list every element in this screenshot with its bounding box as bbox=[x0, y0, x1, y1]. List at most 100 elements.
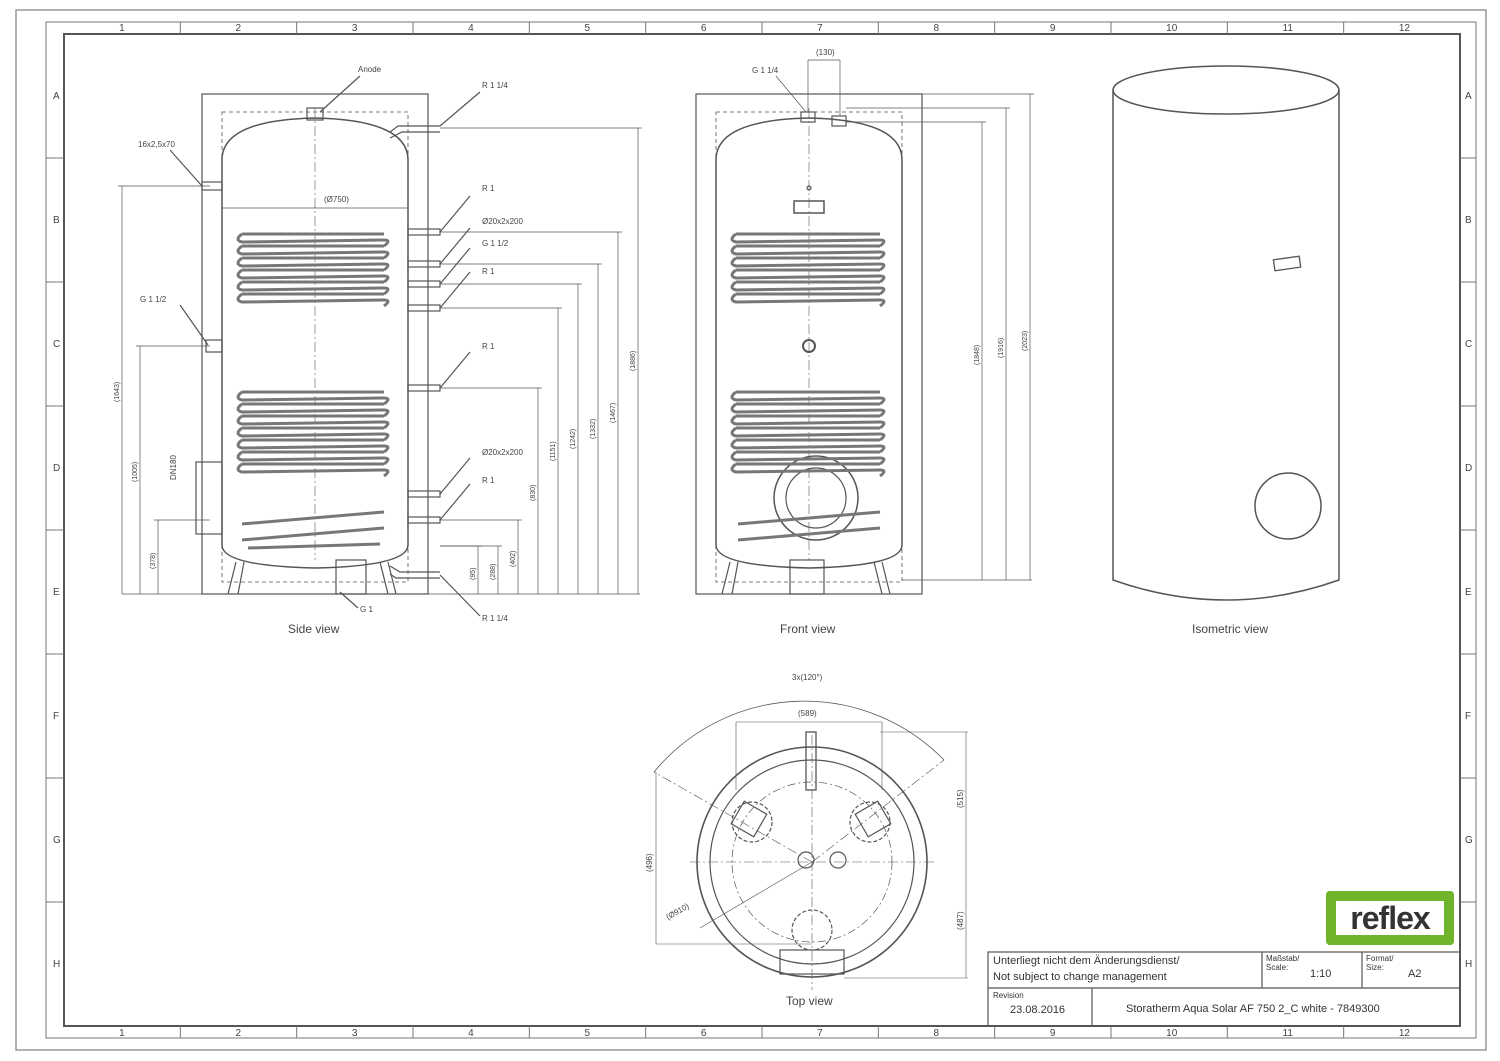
tb-format-label-de: Format/ bbox=[1366, 954, 1394, 963]
side-tank-shell bbox=[221, 117, 409, 569]
zone-label-top: 2 bbox=[236, 23, 242, 34]
tb-revision-date: 23.08.2016 bbox=[1010, 1004, 1066, 1016]
upper-coil-turn bbox=[236, 280, 390, 296]
upper-coil-turn bbox=[236, 292, 390, 308]
tb-format-value: A2 bbox=[1408, 968, 1422, 980]
leader-line bbox=[439, 271, 471, 309]
dimension-label: (95) bbox=[470, 568, 477, 580]
zone-label-top: 8 bbox=[934, 23, 940, 34]
dimension-label: (1332) bbox=[590, 419, 597, 439]
connection-stub bbox=[407, 228, 441, 236]
zone-label-top: 3 bbox=[352, 23, 358, 34]
label-d2: (496) bbox=[645, 853, 654, 872]
iso-flange bbox=[1254, 472, 1322, 540]
leader-line bbox=[439, 351, 471, 389]
leader-line bbox=[439, 247, 471, 285]
zone-label-top: 4 bbox=[468, 23, 474, 34]
top-view-title: Top view bbox=[786, 994, 833, 1008]
outer-frame bbox=[15, 9, 1487, 1051]
front-leg-right bbox=[873, 561, 891, 595]
r114-bottom-leader bbox=[439, 574, 481, 617]
top-bottom-fitting bbox=[779, 949, 845, 975]
label-r1-c: R 1 bbox=[482, 342, 495, 351]
tb-scale-value: 1:10 bbox=[1310, 968, 1332, 980]
front-top-fitting-b bbox=[831, 115, 847, 127]
tb-product: Storatherm Aqua Solar AF 750 2_C white -… bbox=[1126, 1003, 1380, 1015]
side-dimension-lines: (1643)(1005)(378)(95)(288)(402)(830)(115… bbox=[114, 127, 642, 595]
anode-leader bbox=[319, 75, 361, 113]
tb-revision-label: Revision bbox=[993, 991, 1024, 1000]
dimension-label: (1151) bbox=[550, 441, 557, 461]
zone-label-bottom: 11 bbox=[1283, 1028, 1294, 1039]
side-view bbox=[169, 75, 481, 617]
label-anode: Anode bbox=[358, 65, 382, 74]
front-dimension-lines: (1848)(1916)(2023) bbox=[775, 59, 1034, 581]
dimension-label: (1848) bbox=[974, 345, 981, 365]
zone-label-left: A bbox=[53, 91, 60, 102]
label-g1: G 1 bbox=[360, 605, 373, 614]
zone-label-top: 1 bbox=[119, 23, 125, 34]
front-lower-coil bbox=[730, 390, 886, 542]
front-sensor-port bbox=[802, 339, 816, 353]
front-upper-coil-turn bbox=[730, 280, 886, 296]
connection-stub bbox=[407, 490, 441, 498]
label-d1: (515) bbox=[956, 789, 965, 808]
leader-line bbox=[439, 483, 471, 521]
top-pipe bbox=[389, 125, 440, 139]
zone-label-top: 12 bbox=[1399, 23, 1411, 34]
top-port-a bbox=[797, 851, 815, 869]
connection-stub bbox=[407, 260, 441, 268]
front-upper-coil-turn bbox=[730, 232, 886, 248]
lower-coil-turn bbox=[236, 426, 390, 442]
front-lower-coil-turn bbox=[730, 414, 886, 430]
dimension-label: (288) bbox=[490, 564, 497, 580]
zone-label-bottom: 4 bbox=[468, 1028, 474, 1039]
zone-label-bottom: 12 bbox=[1399, 1028, 1411, 1039]
dimension-label: (1886) bbox=[630, 351, 637, 371]
zone-label-right: F bbox=[1465, 711, 1471, 722]
front-flange-inner bbox=[785, 467, 847, 529]
front-lower-coil-diagonal bbox=[737, 510, 881, 542]
front-nameplate bbox=[793, 200, 825, 214]
zone-label-left: D bbox=[53, 463, 60, 474]
top-port-b bbox=[829, 851, 847, 869]
label-d3: (487) bbox=[956, 911, 965, 930]
front-lower-coil-turn bbox=[730, 426, 886, 442]
title-block bbox=[987, 951, 1461, 1027]
zone-label-top: 5 bbox=[585, 23, 591, 34]
front-lower-coil-turn bbox=[730, 402, 886, 418]
tb-notice-line1: Unterliegt nicht dem Änderungsdienst/ bbox=[993, 955, 1180, 967]
zone-label-right: A bbox=[1465, 91, 1472, 102]
label-r1-a: R 1 bbox=[482, 184, 495, 193]
iso-top bbox=[1112, 65, 1340, 115]
side-view-labels: Anode R 1 1/4 16x2,5x70 (Ø750) R 1 Ø20x2… bbox=[138, 65, 523, 623]
label-dn180: DN180 bbox=[169, 455, 178, 480]
zone-label-right: D bbox=[1465, 463, 1472, 474]
zone-label-left: E bbox=[53, 587, 60, 598]
top-leg-line-b bbox=[811, 759, 945, 863]
label-coil-a: Ø20x2x200 bbox=[482, 217, 523, 226]
zone-label-bottom: 1 bbox=[119, 1028, 125, 1039]
zone-label-bottom: 2 bbox=[236, 1028, 242, 1039]
iso-body bbox=[1112, 90, 1340, 601]
sensor-leader bbox=[169, 149, 203, 187]
zone-label-bottom: 10 bbox=[1166, 1028, 1178, 1039]
upper-coil-turn bbox=[236, 256, 390, 272]
connection-stub bbox=[407, 384, 441, 392]
zone-label-bottom: 6 bbox=[701, 1028, 707, 1039]
label-angle: 3x(120°) bbox=[792, 673, 823, 682]
front-upper-coil-turn bbox=[730, 256, 886, 272]
top-diameter-line bbox=[699, 861, 813, 929]
label-sensor: 16x2,5x70 bbox=[138, 140, 175, 149]
zone-label-top: 6 bbox=[701, 23, 707, 34]
front-view bbox=[695, 93, 923, 595]
lower-coil-turn bbox=[236, 450, 390, 466]
g112-leader bbox=[179, 304, 209, 346]
inner-frame bbox=[63, 33, 1461, 1027]
lower-coil-turn bbox=[236, 402, 390, 418]
label-diameter: (Ø750) bbox=[324, 195, 349, 204]
lower-coil-diagonal bbox=[241, 510, 385, 550]
dimension-label: (1467) bbox=[610, 403, 617, 423]
title-block-frame bbox=[987, 951, 1461, 1027]
